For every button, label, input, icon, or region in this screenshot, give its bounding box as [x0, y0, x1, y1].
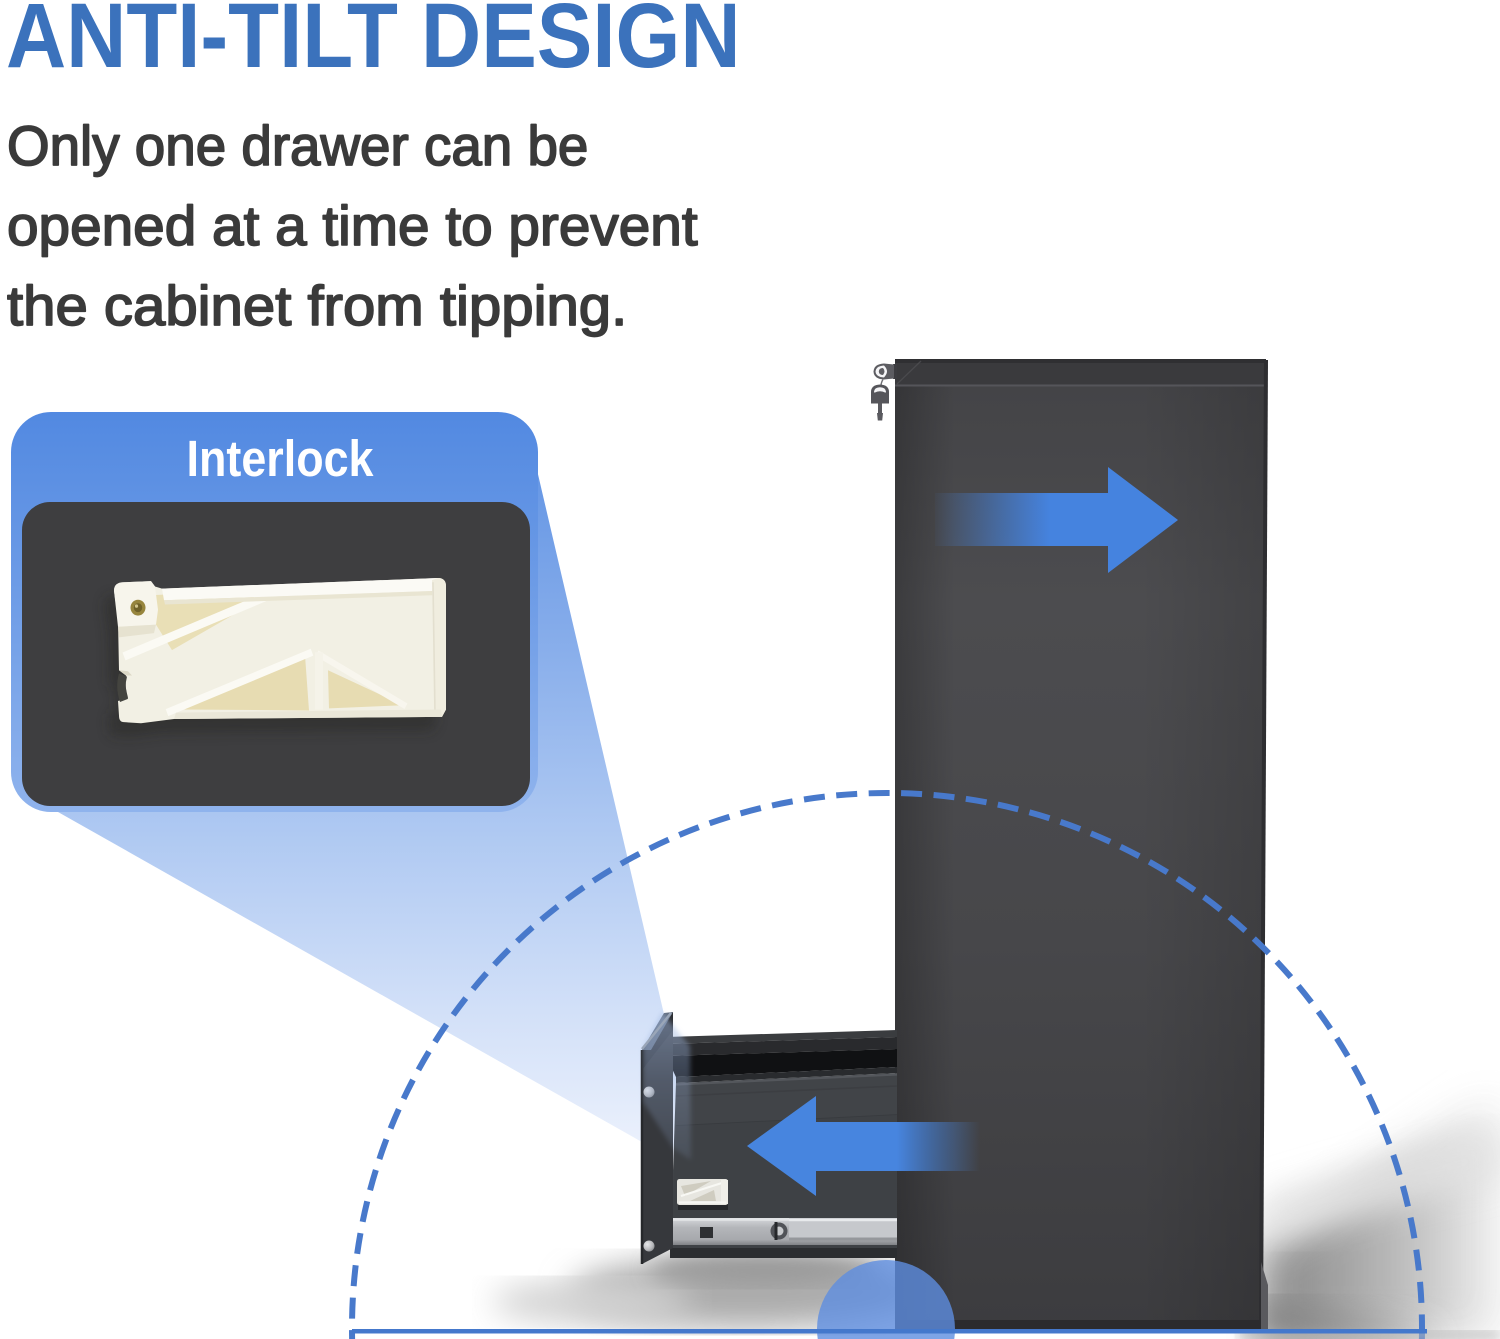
svg-text:Only one drawer can be: Only one drawer can be — [7, 114, 588, 177]
svg-text:ANTI-TILT DESIGN: ANTI-TILT DESIGN — [6, 0, 741, 87]
svg-text:the cabinet from tipping.: the cabinet from tipping. — [7, 275, 627, 338]
svg-text:Interlock: Interlock — [187, 431, 374, 487]
svg-text:opened at a time to prevent: opened at a time to prevent — [7, 194, 698, 257]
